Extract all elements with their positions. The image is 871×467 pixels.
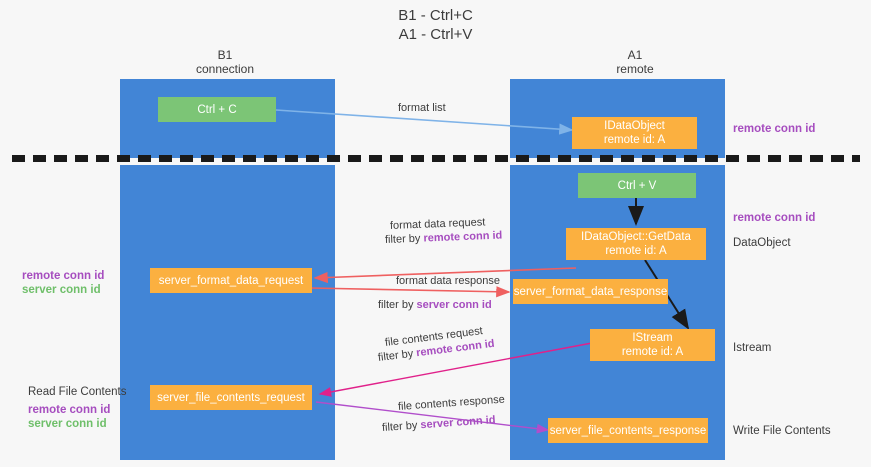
column-caption-b1: B1 connection — [150, 48, 300, 76]
column-caption-a1: A1 remote — [560, 48, 710, 76]
label-left-remote-conn-id-bottom: remote conn id — [28, 404, 111, 416]
title-line-1: B1 - Ctrl+C — [398, 7, 473, 24]
node-ctrl-c-label: Ctrl + C — [197, 103, 237, 116]
filter-prefix: filter by — [377, 347, 417, 364]
filter-key-server-conn-id: server conn id — [416, 299, 492, 311]
arrow-label-file-contents-response: file contents response — [397, 393, 506, 413]
label-left-server-conn-id-mid: server conn id — [22, 284, 101, 296]
filter-key-remote-conn-id: remote conn id — [423, 229, 503, 245]
node-ctrl-c[interactable]: Ctrl + C — [158, 97, 276, 122]
node-idataobject-getdata[interactable]: IDataObject::GetData remote id: A — [566, 228, 706, 260]
node-server-file-contents-response[interactable]: server_file_contents_response — [548, 418, 708, 443]
arrow-label-format-list: format list — [398, 102, 446, 114]
phase-divider — [12, 155, 860, 162]
node-server-format-data-request-label: server_format_data_request — [158, 274, 304, 287]
node-istream[interactable]: IStream remote id: A — [590, 329, 715, 361]
column-a1-role: remote — [616, 62, 654, 76]
node-ctrl-v-label: Ctrl + V — [617, 179, 657, 192]
node-idataobject[interactable]: IDataObject remote id: A — [572, 117, 697, 149]
label-left-server-conn-id-bottom: server conn id — [28, 418, 107, 430]
filter-prefix: filter by — [381, 419, 421, 434]
node-idataobject-remote-id: remote id: A — [603, 134, 666, 146]
label-right-remote-conn-id-mid: remote conn id — [733, 212, 816, 224]
node-idataobject-title: IDataObject — [604, 120, 665, 132]
label-right-write-file-contents: Write File Contents — [733, 425, 831, 437]
label-left-read-file-contents: Read File Contents — [28, 386, 127, 398]
node-ctrl-v[interactable]: Ctrl + V — [578, 173, 696, 198]
node-getdata-title: IDataObject::GetData — [581, 231, 691, 243]
node-server-file-contents-request-label: server_file_contents_request — [157, 391, 305, 404]
title-line-2: A1 - Ctrl+V — [398, 26, 473, 43]
lane-b1-bottom — [120, 165, 335, 460]
node-istream-remote-id: remote id: A — [621, 346, 684, 358]
label-right-dataobject: DataObject — [733, 237, 791, 249]
label-right-istream: Istream — [733, 342, 772, 354]
diagram-title: B1 - Ctrl+C A1 - Ctrl+V — [0, 6, 871, 44]
node-server-format-data-response[interactable]: server_format_data_response — [513, 279, 668, 304]
column-a1-name: A1 — [627, 48, 643, 62]
column-b1-name: B1 — [217, 48, 233, 62]
arrow-label-format-data-response: format data response — [396, 275, 500, 287]
arrow-label-file-contents-response-filter: filter by server conn id — [382, 413, 496, 435]
filter-prefix: filter by — [378, 299, 417, 311]
node-server-format-data-request[interactable]: server_format_data_request — [150, 268, 312, 293]
node-server-format-data-response-label: server_format_data_response — [513, 285, 668, 298]
node-server-file-contents-request[interactable]: server_file_contents_request — [150, 385, 312, 410]
filter-prefix: filter by — [384, 232, 424, 246]
arrow-label-format-data-response-filter: filter by server conn id — [378, 298, 492, 312]
lane-a1-bottom — [510, 165, 725, 460]
node-server-file-contents-response-label: server_file_contents_response — [549, 424, 707, 437]
label-left-remote-conn-id-mid: remote conn id — [22, 270, 105, 282]
node-getdata-remote-id: remote id: A — [605, 245, 667, 257]
column-b1-role: connection — [195, 62, 255, 76]
filter-key-server-conn-id: server conn id — [420, 414, 496, 432]
node-istream-title: IStream — [632, 332, 673, 344]
label-right-remote-conn-id-top: remote conn id — [733, 123, 816, 135]
